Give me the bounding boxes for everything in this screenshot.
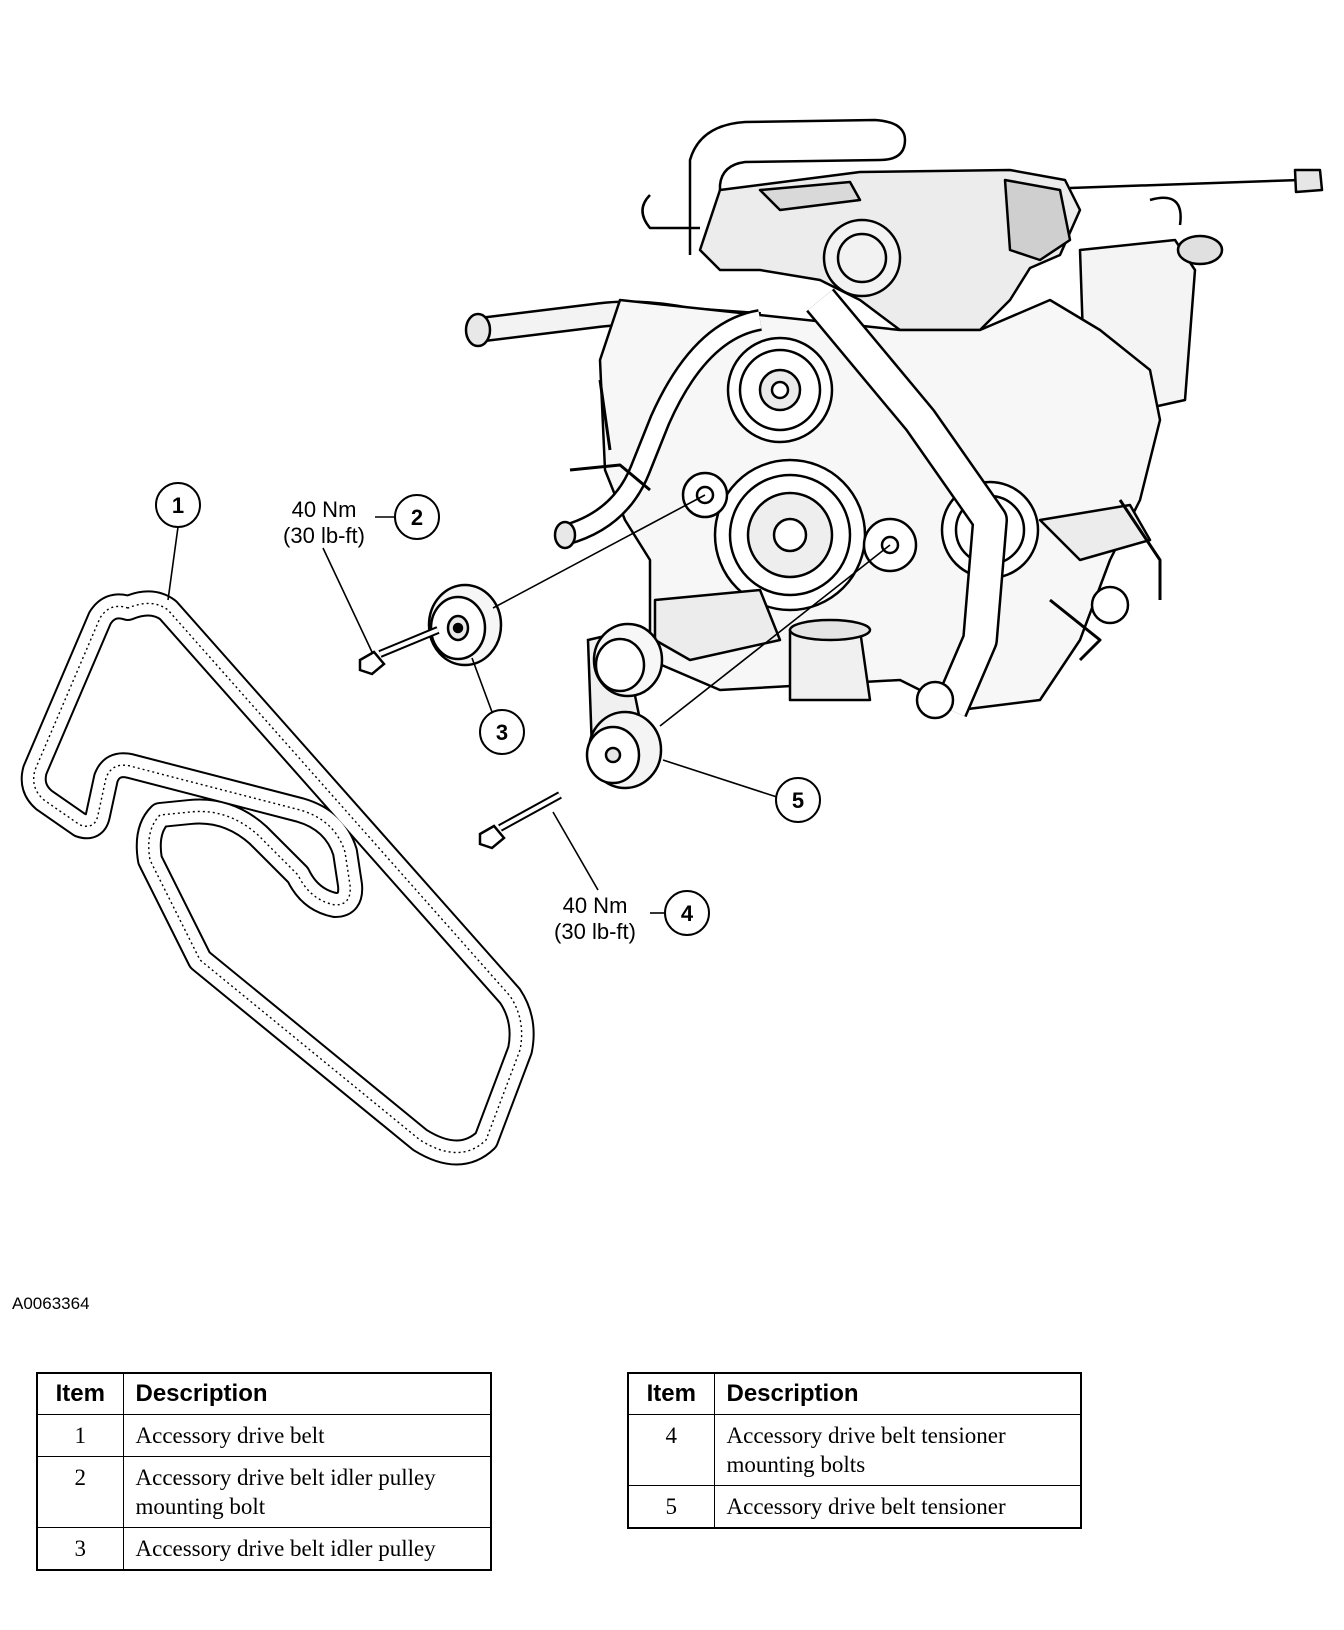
callout-2-torque-nm: 40 Nm bbox=[292, 497, 357, 522]
callout-3-number: 3 bbox=[496, 720, 508, 745]
belt-tensioner bbox=[585, 622, 664, 790]
row-description: Accessory drive belt tensioner bbox=[713, 1485, 1082, 1529]
row-item: 4 bbox=[627, 1414, 715, 1486]
row-item: 2 bbox=[36, 1456, 124, 1528]
callout-4-torque-lbft: (30 lb-ft) bbox=[554, 919, 636, 944]
tensioner-mounting-bolt bbox=[478, 791, 562, 850]
table-row: 2 Accessory drive belt idler pulley moun… bbox=[36, 1456, 492, 1528]
legend-header-row: Item Description bbox=[627, 1372, 1082, 1415]
table-row: 4 Accessory drive belt tensioner mountin… bbox=[627, 1414, 1082, 1486]
header-item: Item bbox=[36, 1372, 124, 1415]
row-description: Accessory drive belt idler pulley bbox=[122, 1527, 492, 1571]
figure-id: A0063364 bbox=[12, 1294, 90, 1313]
callout-5: 5 bbox=[775, 777, 821, 823]
callout-3: 3 bbox=[479, 709, 525, 755]
row-item: 1 bbox=[36, 1414, 124, 1457]
callout-5-number: 5 bbox=[792, 788, 804, 813]
header-description: Description bbox=[122, 1372, 492, 1415]
row-item: 3 bbox=[36, 1527, 124, 1571]
callout-1: 1 bbox=[155, 482, 201, 528]
idler-pulley-bolt bbox=[358, 626, 440, 676]
callout-leaders bbox=[167, 516, 781, 914]
assembly-guide-lines bbox=[492, 494, 891, 727]
idler-pulley bbox=[427, 583, 503, 667]
row-description: Accessory drive belt tensioner mounting … bbox=[713, 1414, 1082, 1486]
table-row: 3 Accessory drive belt idler pulley bbox=[36, 1527, 492, 1571]
legend-table-left: Item Description 1 Accessory drive belt … bbox=[36, 1372, 492, 1571]
callout-4: 40 Nm (30 lb-ft) 4 bbox=[554, 890, 710, 944]
table-row: 5 Accessory drive belt tensioner bbox=[627, 1485, 1082, 1529]
callout-4-number: 4 bbox=[681, 901, 694, 926]
accessory-drive-belt bbox=[20, 590, 535, 1166]
legend-table-right: Item Description 4 Accessory drive belt … bbox=[627, 1372, 1082, 1529]
callout-4-torque-nm: 40 Nm bbox=[563, 893, 628, 918]
row-description: Accessory drive belt idler pulley mounti… bbox=[122, 1456, 492, 1528]
row-item: 5 bbox=[627, 1485, 715, 1529]
table-row: 1 Accessory drive belt bbox=[36, 1414, 492, 1457]
header-description: Description bbox=[713, 1372, 1082, 1415]
legend-header-row: Item Description bbox=[36, 1372, 492, 1415]
exploded-view-illustration: 1 40 Nm (30 lb-ft) 2 3 40 Nm (30 lb-ft) … bbox=[20, 118, 1324, 1166]
header-item: Item bbox=[627, 1372, 715, 1415]
row-description: Accessory drive belt bbox=[122, 1414, 492, 1457]
callout-2-number: 2 bbox=[411, 505, 423, 530]
callout-1-number: 1 bbox=[172, 493, 184, 518]
callout-2: 40 Nm (30 lb-ft) 2 bbox=[283, 494, 440, 548]
callout-2-torque-lbft: (30 lb-ft) bbox=[283, 523, 365, 548]
engine-assembly bbox=[464, 118, 1324, 720]
